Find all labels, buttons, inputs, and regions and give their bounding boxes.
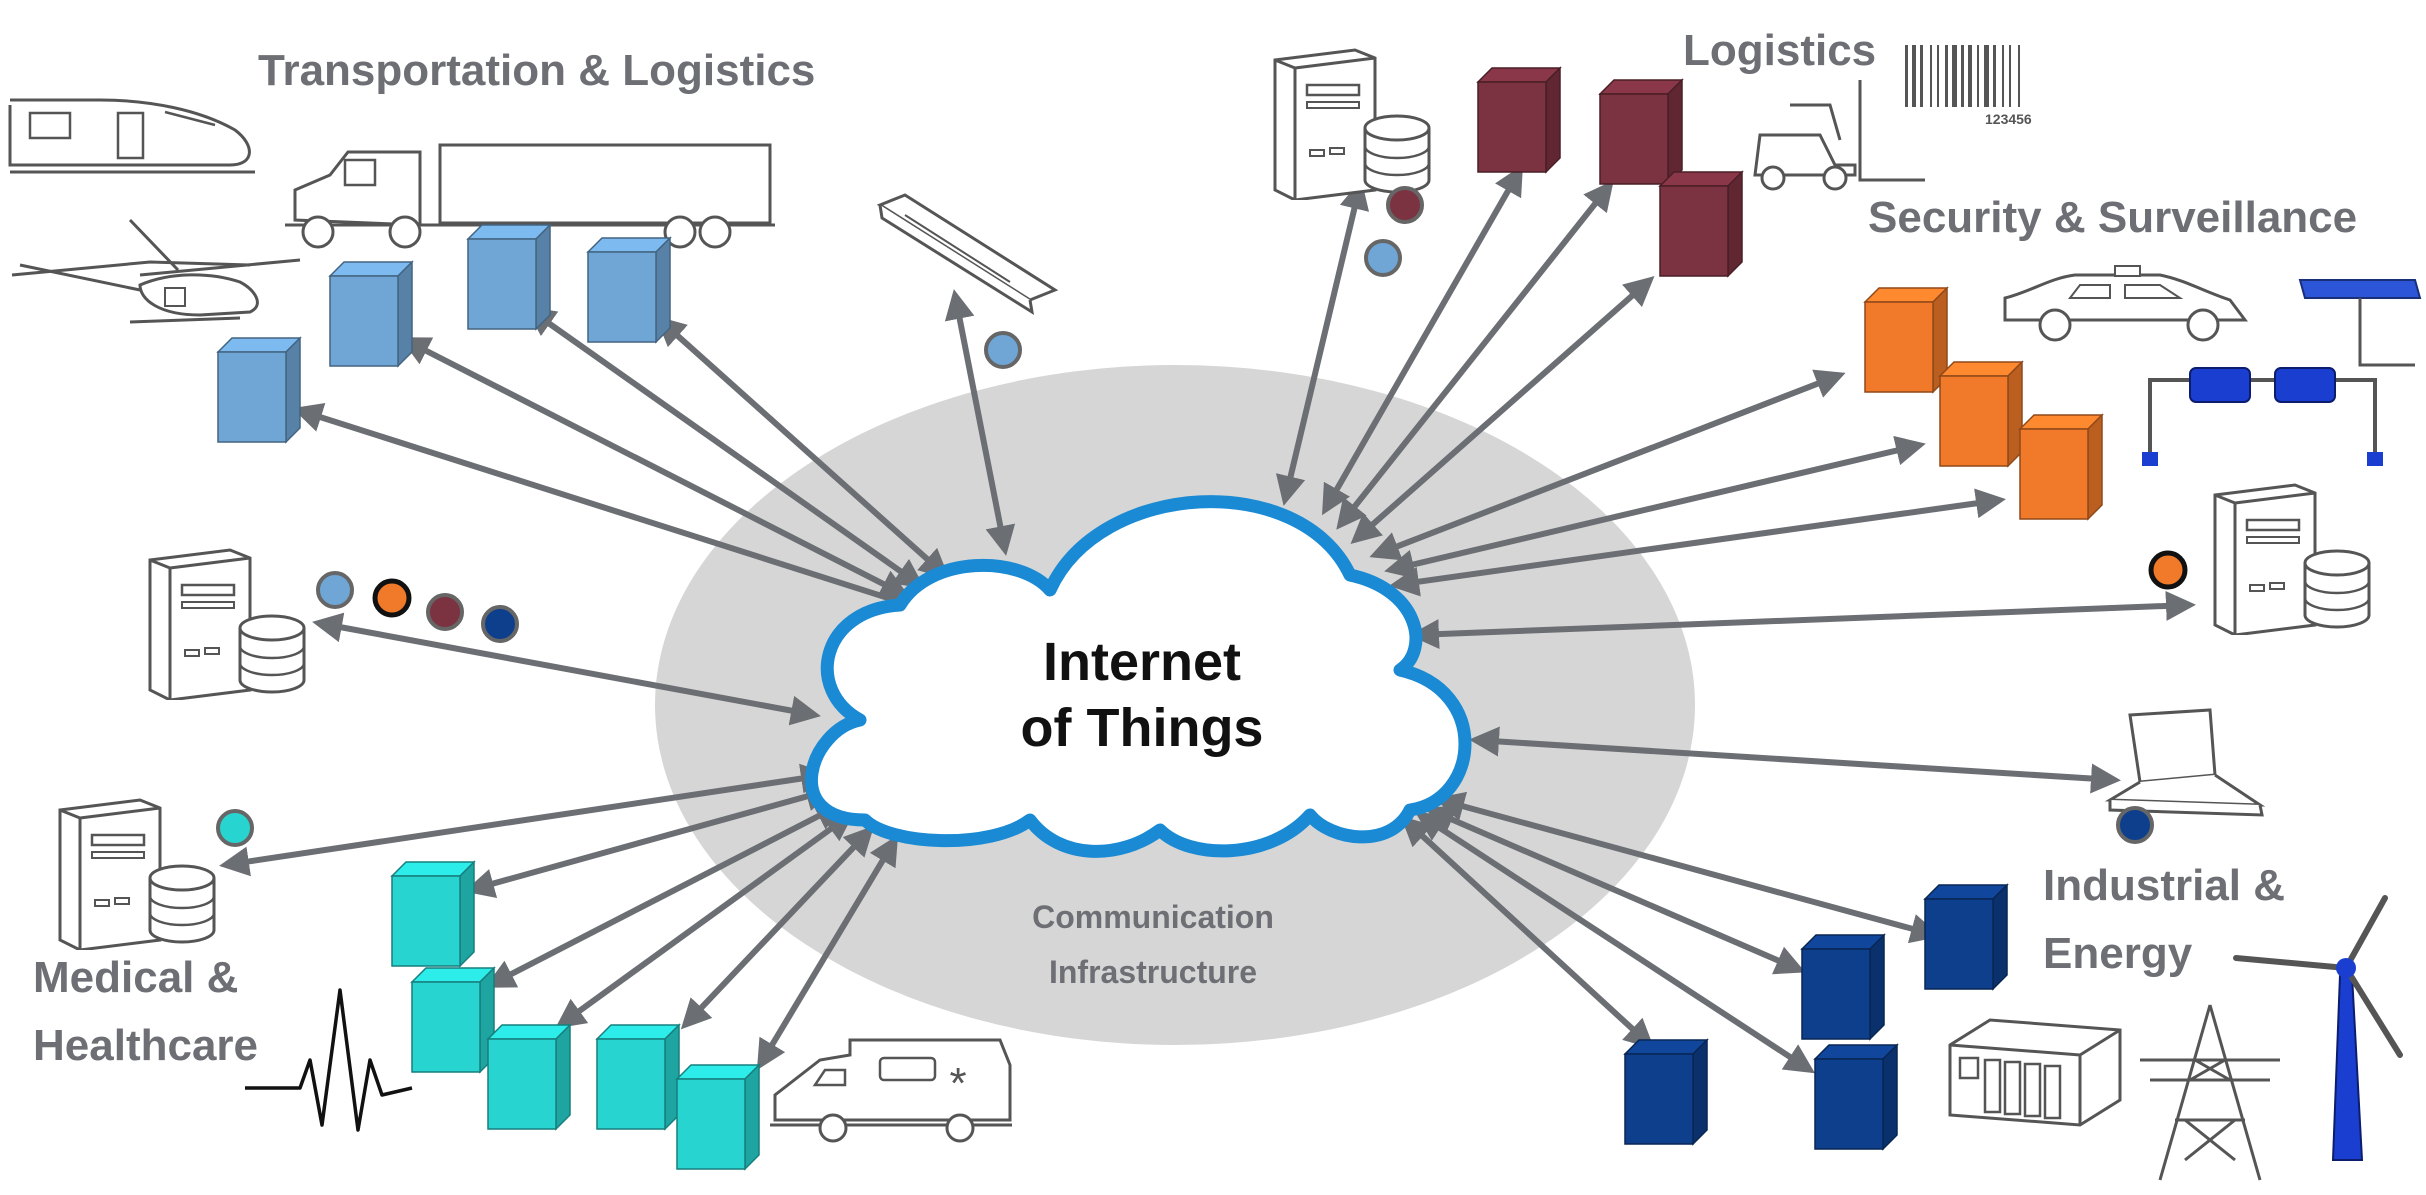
bidirectional-arrow <box>312 612 821 726</box>
label-logistics: Logistics <box>1683 26 1876 75</box>
device-box-icon <box>1813 1043 1899 1151</box>
bidirectional-arrow <box>1389 488 2006 597</box>
sensor-dot-icon <box>2148 550 2188 590</box>
infrastructure-label-line1: Communication <box>1032 899 1274 935</box>
bidirectional-arrow <box>1400 815 1655 1050</box>
device-box-icon <box>1598 78 1684 186</box>
server-icon <box>58 798 216 950</box>
svg-text:*: * <box>949 1059 966 1108</box>
connection-arrows <box>219 164 2196 1074</box>
device-box-icon <box>390 860 476 968</box>
train-icon <box>8 98 255 174</box>
ambulance-icon: * <box>770 1038 1012 1143</box>
bidirectional-arrow <box>1409 590 2196 650</box>
device-box-icon <box>1863 286 1949 394</box>
sensor-dots <box>216 186 2188 847</box>
camera-gantry-icon <box>2142 279 2422 466</box>
wind-turbine-icon <box>2233 895 2403 1161</box>
bidirectional-arrow <box>655 315 950 580</box>
center-title-line1: Internet <box>1043 632 1241 692</box>
label-industrial-line1: Industrial & <box>2043 861 2285 910</box>
sensor-dot-icon <box>2116 806 2154 844</box>
device-box-icon <box>328 260 414 368</box>
server-icon <box>148 548 306 700</box>
device-box-icon <box>675 1063 761 1171</box>
label-security-surveillance: Security & Surveillance <box>1868 193 2357 242</box>
server-icon <box>2213 483 2371 635</box>
device-box-icon <box>1476 66 1562 174</box>
device-box-icon <box>586 236 672 344</box>
bidirectional-arrow <box>1469 726 2121 794</box>
sensor-dot-icon <box>984 331 1022 369</box>
sensor-dot-icon <box>426 593 464 631</box>
truck-icon <box>285 143 775 249</box>
bidirectional-arrow <box>944 289 1016 556</box>
cloud-shape <box>805 495 1472 858</box>
forklift-icon <box>1753 80 1925 191</box>
device-box-icon <box>1623 1038 1709 1146</box>
sensor-dot-icon <box>1364 239 1402 277</box>
heartbeat-icon <box>245 988 413 1132</box>
device-box-icon <box>216 336 302 444</box>
label-medical-line2: Healthcare <box>33 1021 258 1070</box>
sensor-dot-icon <box>1386 186 1424 224</box>
device-box-icon <box>2018 413 2104 521</box>
sensor-dot-icon <box>316 571 354 609</box>
device-box-icon <box>1938 360 2024 468</box>
sensor-dot-icon <box>216 809 254 847</box>
laptop-icon <box>2104 708 2266 817</box>
helicopter-icon <box>11 218 301 324</box>
phone-icon <box>876 193 1059 316</box>
control-panel-icon <box>1948 1018 2122 1127</box>
device-boxes <box>216 66 2104 1171</box>
device-box-icon <box>466 223 552 331</box>
device-box-icon <box>410 966 496 1074</box>
device-box-icon <box>486 1023 572 1131</box>
device-box-icon <box>1800 933 1886 1041</box>
barcode-icon <box>1905 45 2020 107</box>
device-box-icon <box>1923 883 2009 991</box>
label-industrial-line2: Energy <box>2043 929 2193 978</box>
server-icon <box>1273 48 1431 200</box>
label-medical-line1: Medical & <box>33 953 238 1002</box>
bidirectional-arrow <box>756 834 899 1071</box>
infrastructure-label-line2: Infrastructure <box>1049 954 1257 990</box>
power-pylon-icon <box>2140 1004 2280 1181</box>
sensor-dot-icon <box>481 605 519 643</box>
center-title-line2: of Things <box>1021 698 1264 758</box>
police-car-icon <box>2003 265 2248 342</box>
barcode-number: 123456 <box>1985 111 2032 127</box>
label-transportation-logistics: Transportation & Logistics <box>258 46 815 95</box>
sensor-dot-icon <box>372 578 412 618</box>
device-box-icon <box>1658 170 1744 278</box>
device-box-icon <box>595 1023 681 1131</box>
